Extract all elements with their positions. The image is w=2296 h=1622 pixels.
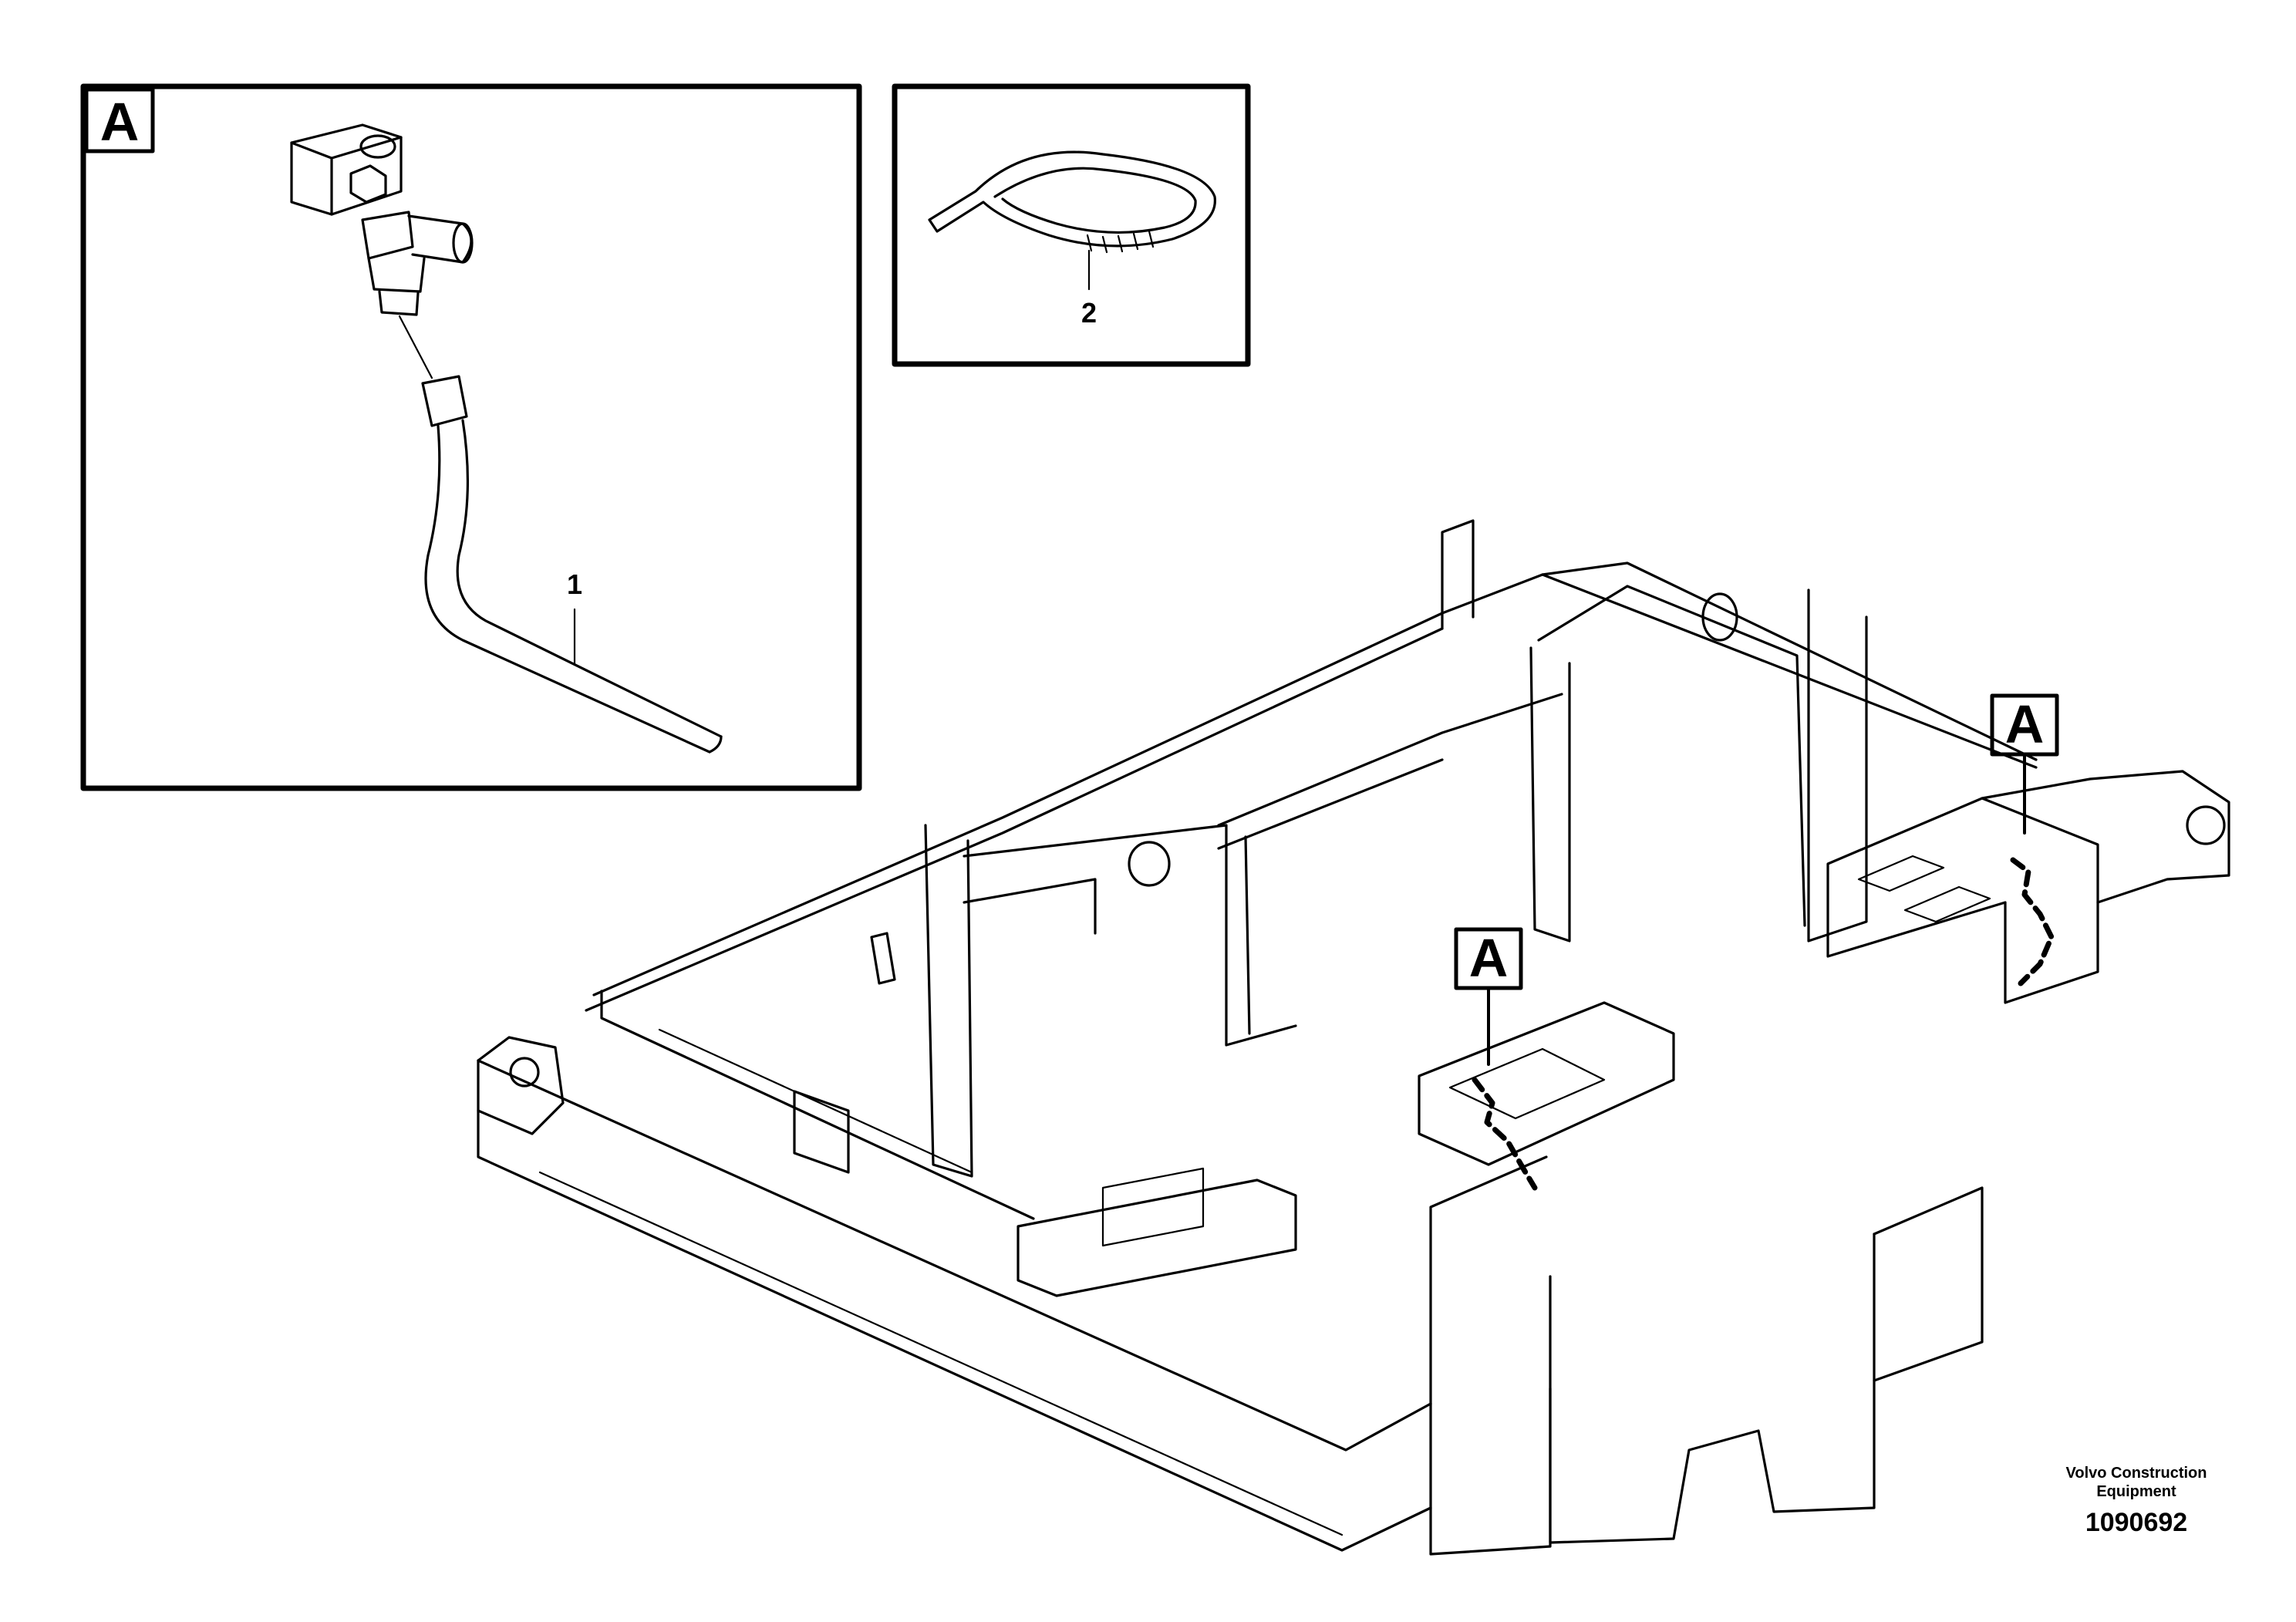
callout-2-label: 2 [1081, 297, 1097, 329]
fitting-illustration: 1 [290, 123, 723, 754]
detail-box-a-letter: A [100, 92, 140, 152]
drawing-number: 1090692 [2085, 1508, 2187, 1537]
callout-1-label: 1 [567, 568, 582, 600]
view-marker-rear-letter: A [2005, 694, 2045, 754]
company-name-line2: Equipment [2096, 1483, 2176, 1500]
hose-run-front [1472, 1077, 1538, 1191]
view-marker-front-letter: A [1469, 928, 1509, 988]
detail-box-a: A 1 [80, 83, 862, 791]
detail-box-cable-tie: 2 [892, 83, 1251, 367]
cable-tie-illustration [928, 150, 1216, 254]
hose-run-rear [2010, 857, 2055, 986]
company-name-line1: Volvo Construction [2066, 1465, 2207, 1482]
frame-assembly [477, 519, 2230, 1556]
view-marker-front: A [1454, 927, 1523, 1066]
footer: Volvo Construction Equipment 1090692 [2066, 1465, 2207, 1537]
view-marker-rear: A [1990, 693, 2059, 835]
hose-routing [1472, 857, 2055, 1191]
